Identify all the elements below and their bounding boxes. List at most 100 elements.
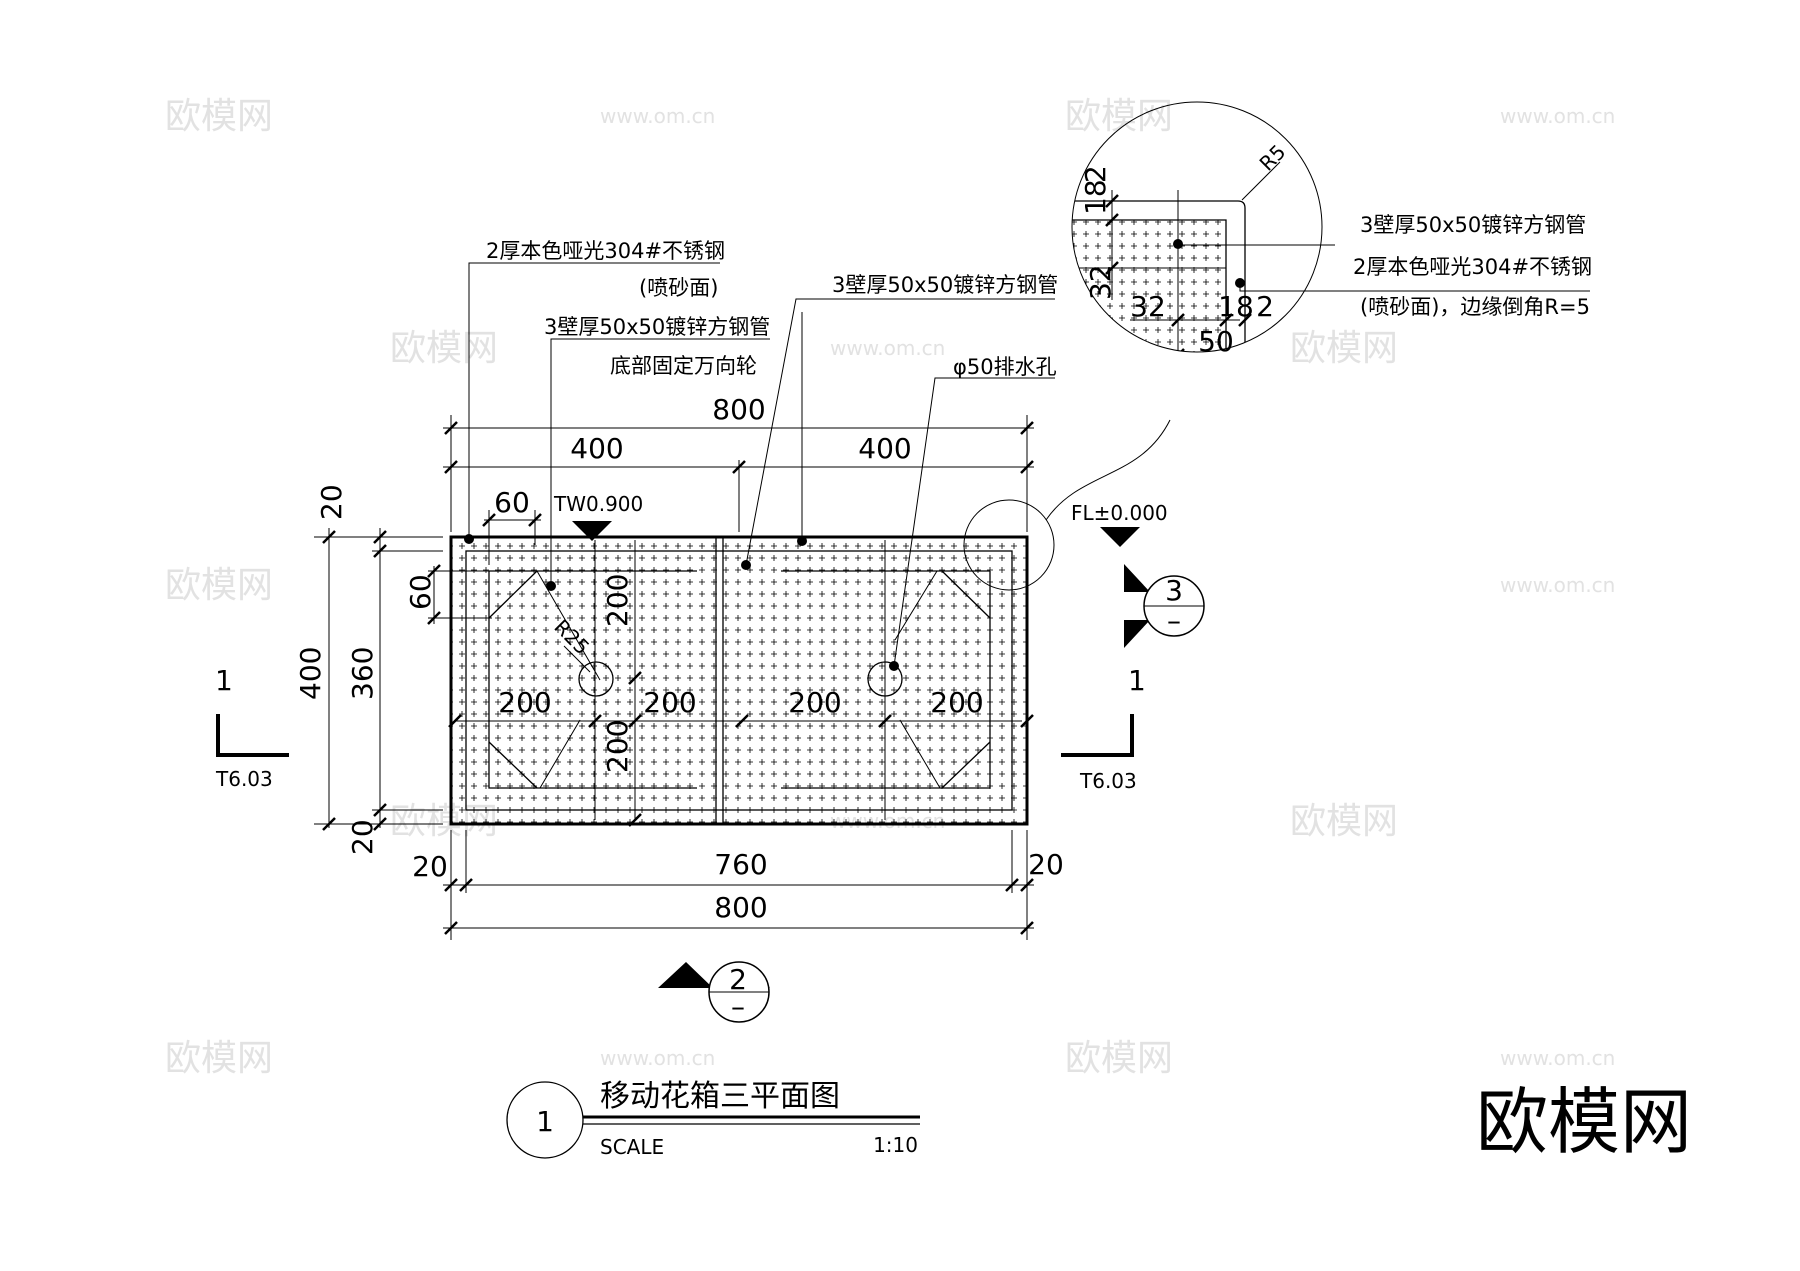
note-left-2: (喷砂面) (639, 276, 718, 300)
watermark-text: www.om.cn (600, 1046, 715, 1070)
watermark-text: www.om.cn (1500, 104, 1615, 128)
view-marker-2: 2 – (658, 961, 770, 1023)
dim-ticks (444, 878, 1034, 935)
tw-level-marker (572, 521, 612, 541)
section-right-ref: T6.03 (1079, 769, 1137, 793)
detail-dot (1173, 239, 1183, 249)
fl-label: FL±0.000 (1071, 501, 1168, 525)
dim-top-800: 800 (712, 393, 765, 426)
dim-ticks (427, 564, 441, 625)
dim-h200-1: 200 (498, 686, 551, 719)
dim-ticks (448, 714, 1034, 728)
watermark-layer: 欧模网 www.om.cn 欧模网 www.om.cn 欧模网 www.om.c… (165, 96, 1615, 1079)
detail-callout: R5 18 2 32 32 18 2 50 (963, 101, 1323, 591)
scale-value: 1:10 (873, 1133, 918, 1157)
dim-bottom-20-right: 20 (1028, 848, 1064, 881)
detail-ticks (1105, 194, 1252, 352)
leader-line (468, 262, 720, 539)
watermark-text: www.om.cn (1500, 573, 1615, 597)
section-marker-right: 1 T6.03 (1061, 664, 1146, 793)
watermark-text: www.om.cn (600, 104, 715, 128)
corner-diagonals (488, 570, 991, 789)
detail-outer-profile (1072, 200, 1246, 352)
title-number: 1 (536, 1105, 554, 1138)
planter-outline (449, 535, 1029, 826)
dim-top-400-right: 400 (858, 432, 911, 465)
watermark-text: 欧模网 (390, 328, 498, 369)
note-left-3: 3壁厚50x50镀锌方钢管 (544, 315, 770, 339)
detail-32-inner: 32 (1130, 290, 1166, 323)
note-texts: 2厚本色哑光304#不锈钢 (喷砂面) 3壁厚50x50镀锌方钢管 底部固定万向… (486, 213, 1592, 379)
leader-line (745, 298, 1055, 566)
bottom-dimensions: 20 760 20 800 (412, 830, 1064, 940)
dim-left-20-top: 20 (315, 484, 348, 520)
detail-dot (1235, 278, 1245, 288)
dim-bottom-800: 800 (714, 891, 767, 924)
dim-h200-4: 200 (930, 686, 983, 719)
leader-line (550, 338, 770, 586)
note-drain-hole: φ50排水孔 (953, 355, 1057, 379)
detail-fill (1072, 220, 1226, 352)
detail-2-right: 2 (1256, 290, 1274, 323)
view3-arrow (1124, 564, 1150, 648)
section-right-bracket (1061, 714, 1134, 757)
planter-plan (449, 534, 1029, 826)
watermark-text: 欧模网 (1065, 1038, 1173, 1079)
r5-leader (1241, 161, 1281, 201)
detail-inner-profile (1072, 219, 1227, 352)
note-detail-2: 2厚本色哑光304#不锈钢 (1353, 255, 1592, 279)
planter-inner-outline (465, 550, 1013, 811)
dim-left-20-bottom: 20 (346, 819, 379, 855)
leaders (468, 244, 1590, 667)
left-dimensions: 20 400 360 20 60 (294, 484, 492, 855)
dim-left-60: 60 (404, 574, 437, 610)
view-marker-3: 3 – FL±0.000 (1071, 501, 1205, 648)
detail-2-top: 2 (1079, 165, 1112, 183)
dim-inset-60: 60 (494, 486, 530, 519)
watermark-text: 欧模网 (1065, 96, 1173, 137)
section-left-ref: T6.03 (215, 767, 273, 791)
detail-32-left: 32 (1084, 264, 1117, 300)
detail-50: 50 (1198, 325, 1234, 358)
dim-bottom-760: 760 (714, 848, 767, 881)
slope-lines (536, 570, 941, 789)
watermark-text: 欧模网 (1290, 801, 1398, 842)
note-detail-3: (喷砂面)，边缘倒角R=5 (1360, 295, 1590, 319)
detail-reference-circle (963, 499, 1055, 591)
section-left-bracket (216, 714, 289, 757)
watermark-text: 欧模网 (165, 565, 273, 606)
note-middle-pipe: 3壁厚50x50镀锌方钢管 (832, 273, 1058, 297)
title-circle (506, 1081, 584, 1159)
view3-dash: – (1167, 604, 1181, 637)
drain-hole-left (578, 661, 614, 697)
dim-ticks (482, 513, 542, 527)
detail-r5: R5 (1255, 140, 1291, 176)
note-left-4: 底部固定万向轮 (610, 354, 757, 378)
watermark-text: 欧模网 (165, 96, 273, 137)
inner-frame-left (488, 570, 697, 789)
dim-h200-3: 200 (788, 686, 841, 719)
view2-dash: – (731, 990, 745, 1023)
watermark-text: 欧模网 (165, 1038, 273, 1079)
watermark-text: www.om.cn (830, 336, 945, 360)
section-marker-left: 1 T6.03 (215, 664, 289, 791)
brand-watermark-large: 欧模网 (1476, 1080, 1692, 1164)
dim-left-400: 400 (294, 647, 327, 700)
planter-fill (451, 537, 1027, 824)
title-block: 1 移动花箱三平面图 SCALE 1:10 (506, 1079, 920, 1159)
dim-ticks (322, 530, 387, 831)
section-right-number: 1 (1128, 664, 1146, 697)
detail-18-top: 18 (1079, 179, 1112, 215)
scale-label: SCALE (600, 1135, 664, 1159)
dim-bottom-20-left: 20 (412, 850, 448, 883)
dim-top-400-left: 400 (570, 432, 623, 465)
top-dimensions: 800 400 400 60 TW0.900 (443, 393, 1034, 565)
dim-ticks (628, 671, 642, 827)
r25-leader (563, 645, 591, 673)
view3-number: 3 (1165, 574, 1183, 607)
drawing-title: 移动花箱三平面图 (600, 1079, 840, 1114)
note-left-1: 2厚本色哑光304#不锈钢 (486, 239, 725, 263)
leader-line (893, 377, 1055, 667)
dim-inner-200-bottom: 200 (601, 720, 634, 773)
